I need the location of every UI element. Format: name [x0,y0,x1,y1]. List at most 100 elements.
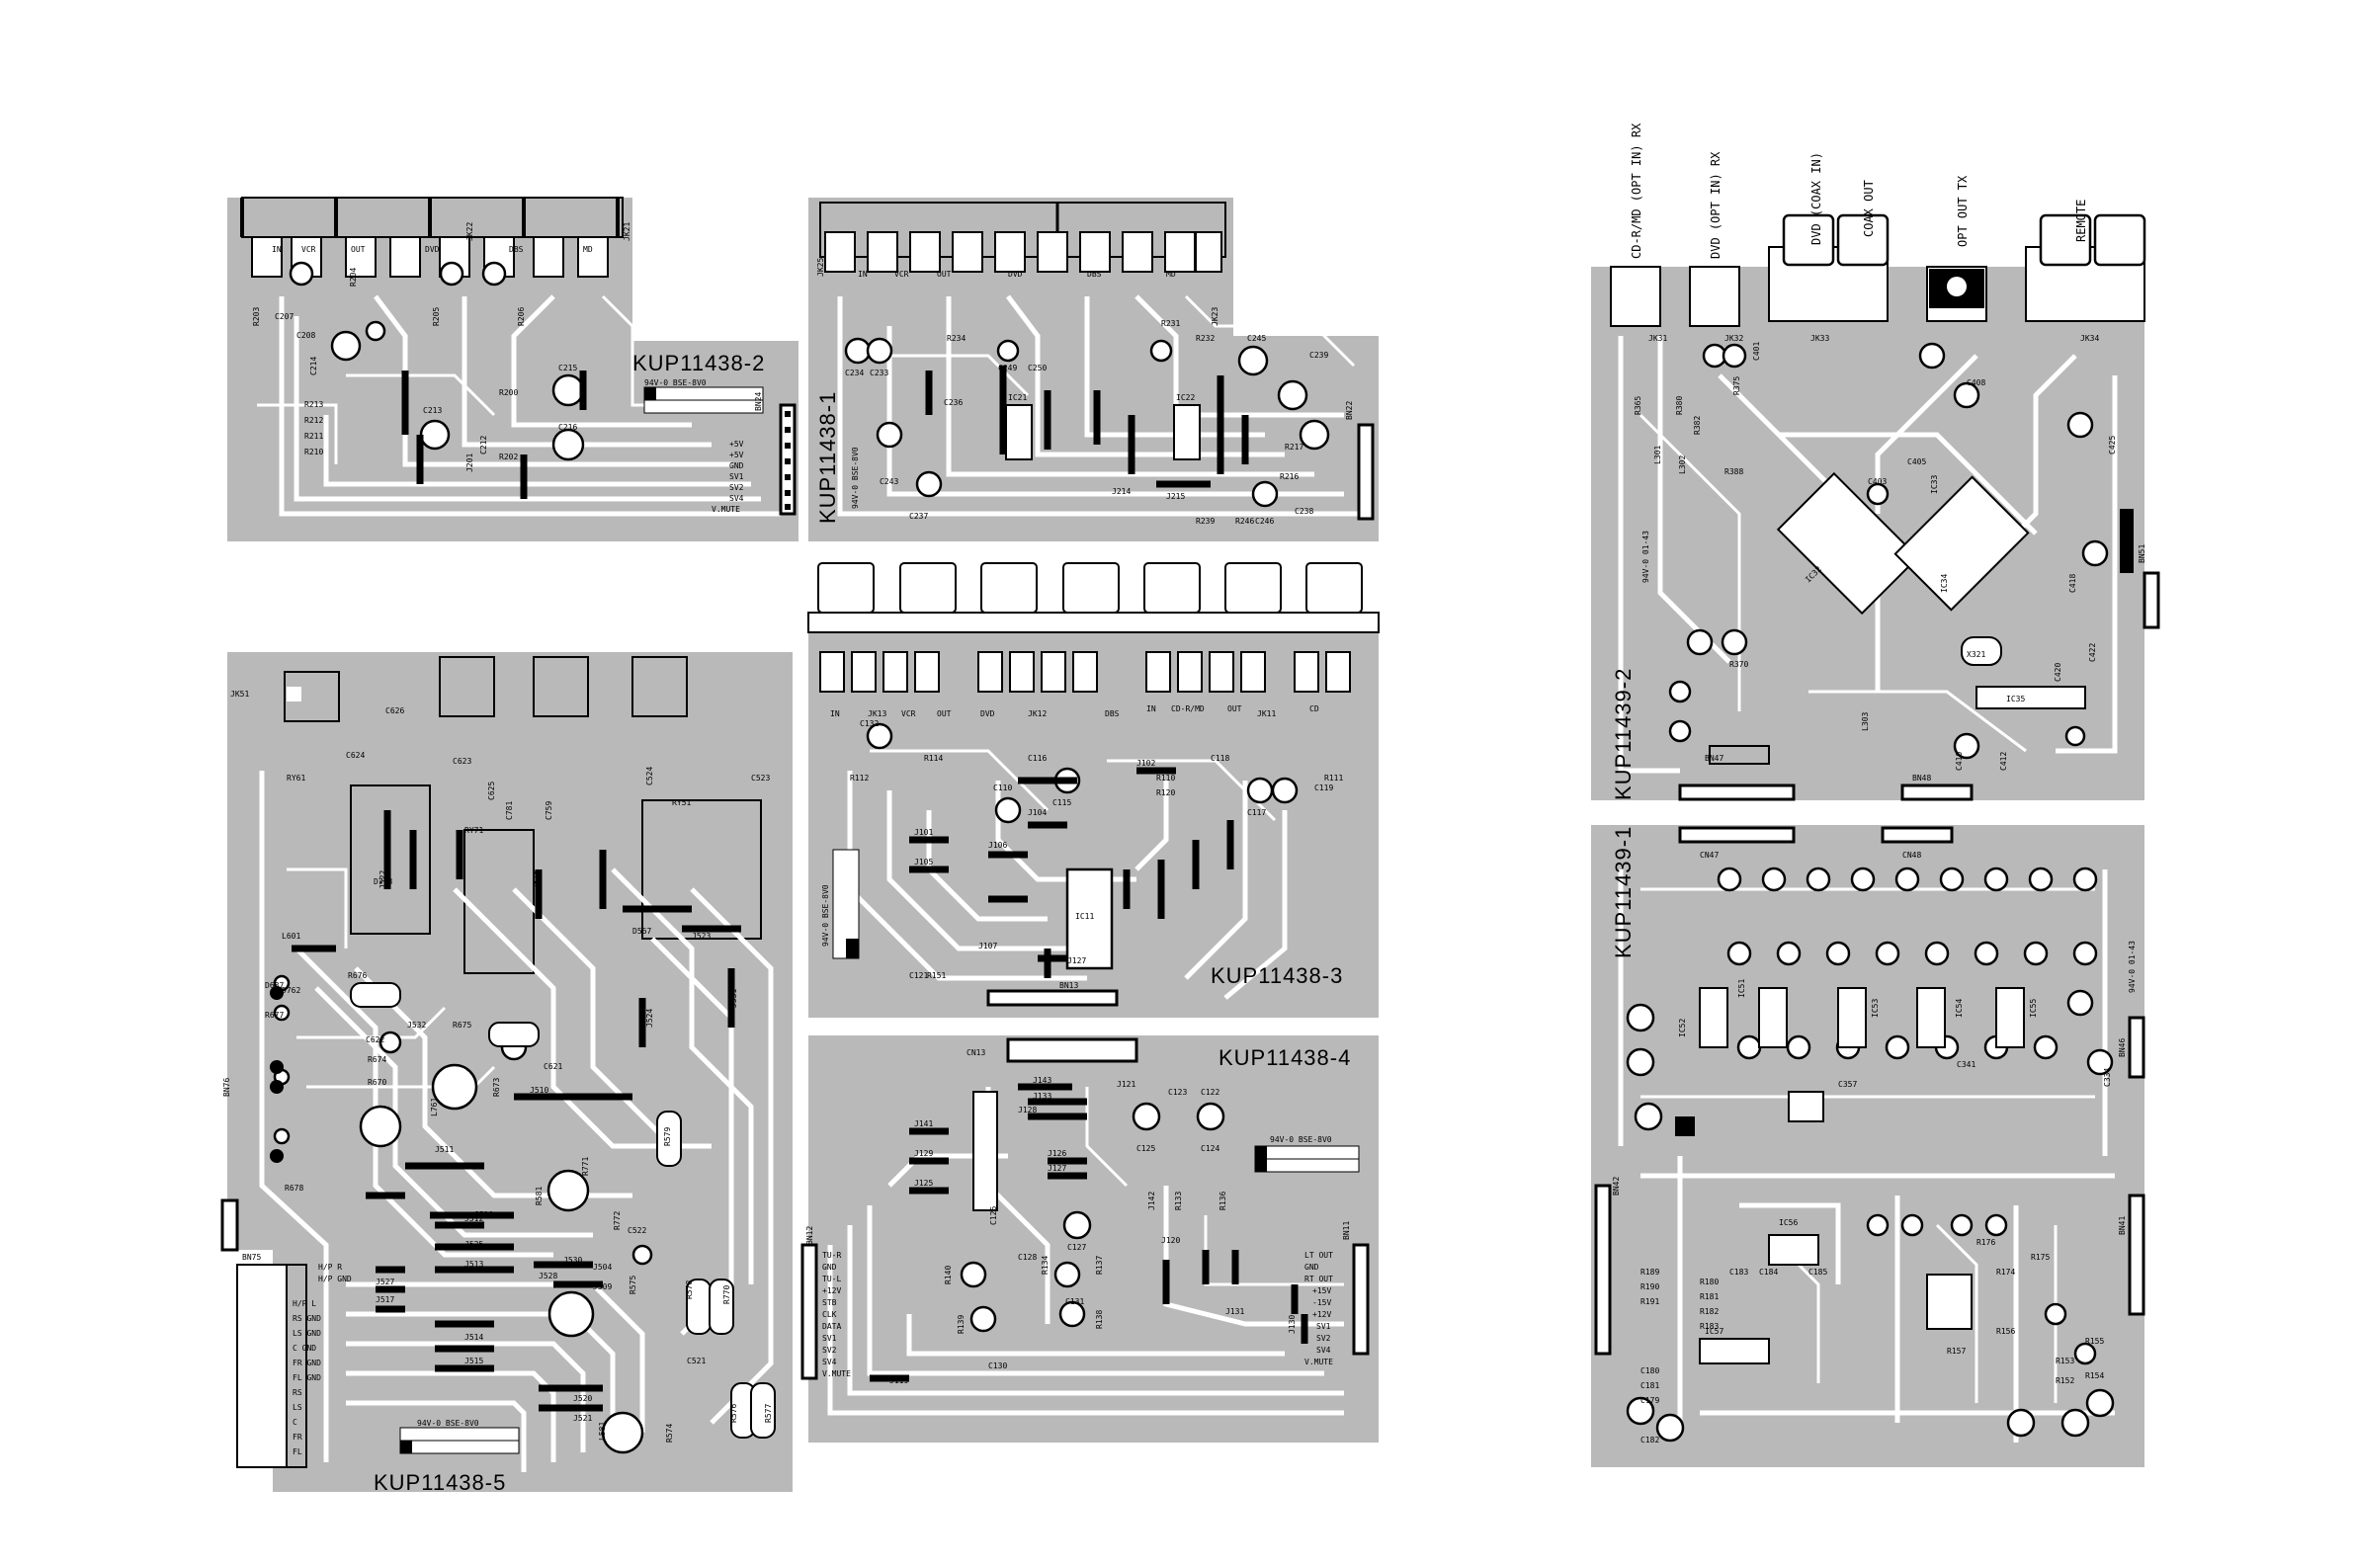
part-label: JK31 [1648,334,1667,343]
part-label: R674 [368,1055,386,1064]
part-label: IC53 [1871,999,1880,1018]
part-label: J120 [1161,1236,1180,1245]
pin-label: RT OUT [1304,1275,1333,1283]
part-label: C216 [558,423,577,432]
part-label: R189 [1640,1268,1659,1277]
part-label: L303 [1861,712,1870,731]
board-marking: 94V-0 01-43 [1641,531,1650,583]
part-label: D773 [374,877,392,886]
jack-label: MD [583,245,593,254]
date-code-grid [1254,1145,1360,1173]
part-label: R678 [285,1184,303,1193]
part-label: R675 [453,1021,471,1030]
jack-label: DVD (COAX IN) [1809,152,1823,245]
jack-id: JK22 [465,222,474,241]
part-label: R581 [535,1187,544,1205]
part-label: J201 [465,454,474,472]
part-label: L301 [1653,446,1662,464]
part-label: C184 [1759,1268,1778,1277]
part-label: R202 [499,453,518,461]
part-label: R133 [1174,1192,1183,1210]
pin-label: FR [293,1433,302,1442]
part-label: C403 [1868,477,1887,486]
jack-label: OUT [1227,704,1242,713]
pin-label: GND [1304,1263,1319,1272]
jack-label: DVD [1008,270,1023,279]
pin-label: V.MUTE [712,505,740,514]
part-label: R772 [613,1211,622,1230]
jack-label: CD [1309,704,1319,713]
pin-label: SV2 [822,1346,837,1355]
board-title-kup11438-5: KUP11438-5 [374,1470,506,1495]
part-label: BN42 [1612,1177,1621,1196]
part-label: R234 [947,334,966,343]
part-label: R183 [1700,1322,1719,1331]
part-label: C131 [1065,1297,1084,1306]
part-label: C123 [1168,1088,1187,1097]
part-label: R576 [729,1404,738,1423]
jack-label: OUT [351,245,366,254]
pin-label: V.MUTE [1304,1358,1333,1366]
board-title-kup11438-4: KUP11438-4 [1219,1045,1351,1070]
board-title-kup11439-1: KUP11439-1 [1611,826,1636,958]
jack-label: REMOTE [2074,200,2088,242]
connector-label: BN76 [222,1078,231,1097]
part-label: J133 [1033,1092,1051,1101]
part-label: R206 [517,307,526,326]
part-label: R232 [1196,334,1215,343]
pin-label: LS GND [293,1329,321,1338]
part-label: IC51 [1737,979,1746,998]
part-label: R136 [1219,1192,1227,1210]
jack-label: IN [858,270,868,279]
jack-id: JK21 [623,222,631,241]
part-label: J106 [988,841,1007,850]
part-label: J509 [593,1282,612,1291]
connector-label: JK51 [230,690,249,699]
board-title-kup11438-1: KUP11438-1 [815,391,840,524]
part-label: C401 [1752,342,1761,361]
pin-label: +12V [1312,1310,1331,1319]
part-label: C182 [1640,1436,1659,1444]
part-label: R388 [1724,467,1743,476]
part-label: C233 [870,369,888,377]
part-label: C130 [988,1362,1007,1370]
part-label: R771 [581,1157,590,1176]
cert-mark: 94V-0 BSE-8V0 [417,1419,479,1428]
part-label: J524 [645,1009,654,1028]
part-label: L601 [282,932,300,941]
jack-label: VCR [901,709,916,718]
jack-label: VCR [301,245,316,254]
part-label: R212 [304,416,323,425]
part-label: IC57 [1705,1327,1723,1336]
part-label: C110 [993,784,1012,792]
part-label: C207 [275,312,294,321]
part-label: J525 [464,1240,483,1249]
part-label: J142 [1147,1192,1156,1210]
part-label: C420 [2054,663,2062,682]
part-label: J104 [1028,808,1047,817]
part-label: C243 [880,477,898,486]
part-label: R182 [1700,1307,1719,1316]
part-label: R111 [1324,774,1343,783]
part-label: C357 [1838,1080,1857,1089]
board-kup11438-3: KUP11438-3 94V-0 BSE-8V0 BN13 IN JK13 VC… [807,562,1380,1018]
part-label: C180 [1640,1366,1659,1375]
part-label: R151 [927,971,946,980]
part-label: C115 [1052,798,1071,807]
pin-label: H/P R [318,1263,342,1272]
part-label: C128 [1018,1253,1037,1262]
part-label: C524 [645,767,654,785]
part-label: IC11 [1075,912,1094,921]
part-label: C781 [505,801,514,820]
connector-label: BN12 [805,1226,814,1245]
part-label: J516 [532,870,541,889]
part-label: R579 [663,1127,672,1146]
part-label: J128 [1018,1106,1037,1114]
pin-label: SV4 [729,494,744,503]
part-label: C624 [346,751,365,760]
part-label: C246 [1255,517,1274,526]
part-label: RY61 [287,774,305,783]
part-label: C334 [2103,1068,2112,1087]
part-label: R138 [1095,1310,1104,1329]
pin-label: SV1 [822,1334,837,1343]
